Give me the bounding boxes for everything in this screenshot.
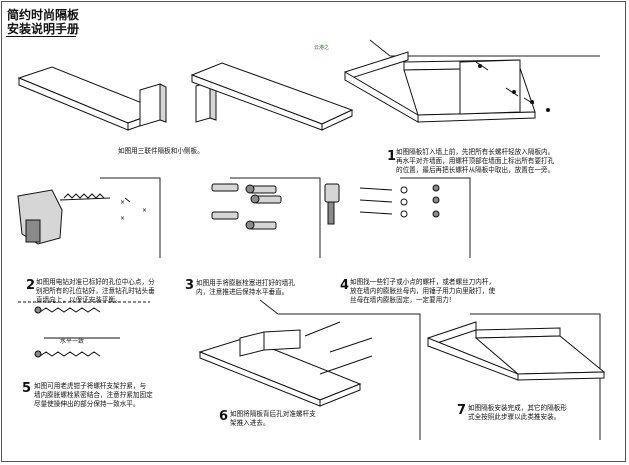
wall-anchors-illustration (211, 177, 321, 258)
step-3-line: 如图用手将膨胀栓塞进打好的墙孔 (196, 279, 295, 287)
rods-shelf-illustration (198, 299, 421, 440)
step-2-line: 如图用电钻对准已标好的孔位中心点，分 (36, 278, 155, 286)
step-1-number: 1 (387, 149, 397, 164)
title-underline (6, 36, 76, 37)
step-3-number: 3 (185, 278, 195, 293)
step-5-number: 5 (22, 381, 32, 396)
step-1-caption: 如图隔板钉入墙上前，先把所有长螺杆轻放入隔板内。 再水平对齐墙面，用螺杆顶部在墙… (396, 148, 554, 175)
step-2-caption: 如图用电钻对准已标好的孔位中心点，分 别把所有的孔位钻好，注意钻孔时钻头垂 直墙… (36, 278, 155, 305)
step-1-line: 再水平对齐墙面，用螺杆顶部在墙面上标出所有要打孔 (396, 157, 555, 165)
step-6-number: 6 (219, 409, 229, 424)
title-line2: 安装说明手册 (7, 22, 80, 36)
step-7-caption: 如图隔板安装完成，其它的隔板形 式全按照此步骤以此类推安装。 (468, 404, 567, 422)
step-6-caption: 如图将隔板背后孔对准螺杆支 架推入进去。 (230, 410, 316, 428)
step-7-number: 7 (457, 403, 467, 418)
shelf-parts-illustration (17, 62, 354, 131)
step-5-line: 尽量使操伸出的部分保持一致水平。 (34, 400, 140, 408)
step-6-line: 架推入进去。 (230, 419, 270, 427)
step-3-caption: 如图用手将膨胀栓塞进打好的墙孔 内，注意推进后保持水平垂直。 (196, 279, 295, 297)
step-4-caption: 如图找一些钉子或小点的螺杆，或者螺丝刀内杆， 放在墙内的膨胀丝母内，用锤子用力向… (350, 278, 495, 305)
step-1-line: 的位置，最后再把长螺杆从隔板中取出，放置在一旁。 (396, 166, 555, 174)
step-0-line: 如图用三联件隔板和小侧板。 (118, 147, 204, 155)
level-label: 水平一致 (60, 338, 85, 345)
svg-text:×: × (120, 199, 125, 206)
step-1-line: 如图隔板钉入墙上前，先把所有长螺杆轻放入隔板内。 (396, 148, 555, 156)
watermark: 云港之 (314, 45, 330, 51)
step-4-line: 如图找一些钉子或小点的螺杆，或者螺丝刀内杆， (350, 278, 496, 286)
svg-text:×: × (142, 207, 147, 214)
rods-level-illustration (18, 301, 150, 358)
step-7-line: 如图隔板安装完成，其它的隔板形 (468, 404, 567, 412)
hammer-screws-illustration (324, 177, 471, 258)
step-7-line: 式全按照此步骤以此类推安装。 (468, 413, 561, 421)
drill-illustration: × × × (17, 177, 161, 258)
step-6-line: 如图将隔板背后孔对准螺杆支 (230, 410, 316, 418)
step-5-line: 墙内膨胀螺栓紧密结合，注意拧紧加固定 (34, 391, 153, 399)
svg-text:×: × (120, 215, 125, 222)
step-5-caption: 如图可用老虎钳子将螺杆支架拧紧，与 墙内膨胀螺栓紧密结合，注意拧紧加固定 尽量使… (34, 382, 153, 409)
step-2-line: 直墙向上，以保证安装平衡。 (36, 296, 122, 304)
step-4-line: 丝母在墙内膨胀固定，一定要用力! (350, 296, 452, 304)
step-0-caption: 如图用三联件隔板和小侧板。 (118, 147, 204, 156)
step-4-line: 放在墙内的膨胀丝母内，用锤子用力向里敲打，使 (350, 287, 496, 295)
step-5-line: 如图可用老虎钳子将螺杆支架拧紧，与 (34, 382, 147, 390)
step-3-line: 内，注意推进后保持水平垂直。 (196, 288, 289, 296)
finished-shelf-illustration (427, 313, 606, 440)
step-4-number: 4 (340, 278, 350, 293)
step-2-line: 别把所有的孔位钻好，注意钻孔时钻头垂 (36, 287, 155, 295)
shelf-with-rods-illustration (344, 39, 600, 123)
title-line1: 简约时尚隔板 (7, 8, 80, 22)
step-2-number: 2 (26, 278, 36, 293)
